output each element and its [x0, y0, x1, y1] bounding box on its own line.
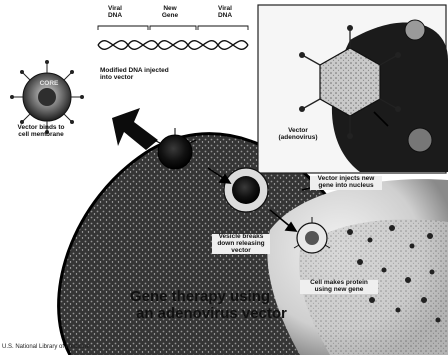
title-line-2: an adenovirus vector: [136, 305, 287, 322]
label-core: CORE: [37, 81, 61, 88]
label-vector-binds: Vector binds to cell membrane: [6, 125, 76, 139]
inset-virus-small-1: [405, 20, 425, 40]
label-vesicle-breaks: Vesicle breaks down releasing vector: [212, 234, 270, 254]
dna-helix: [98, 41, 248, 50]
label-viral-dna-right: Viral DNA: [210, 6, 240, 20]
label-vector-adenovirus: Vector (adenovirus): [268, 128, 328, 142]
dna-brackets: [98, 26, 248, 30]
footer-credit: U.S. National Library of Medicine: [2, 344, 90, 350]
entry-arrow: [112, 108, 158, 150]
inset-virus-small-2: [408, 128, 432, 152]
title-line-1: Gene therapy using: [130, 288, 270, 305]
vesicle-with-vector: [224, 168, 268, 212]
label-modified-dna: Modified DNA injected into vector: [100, 68, 192, 82]
core-adenovirus: [10, 60, 84, 134]
label-new-gene: New Gene: [155, 6, 185, 20]
label-vector-injects: Vector injects new gene into nucleus: [310, 176, 382, 190]
label-cell-makes: Cell makes protein using new gene: [300, 280, 378, 294]
label-viral-dna-left: Viral DNA: [100, 6, 130, 20]
